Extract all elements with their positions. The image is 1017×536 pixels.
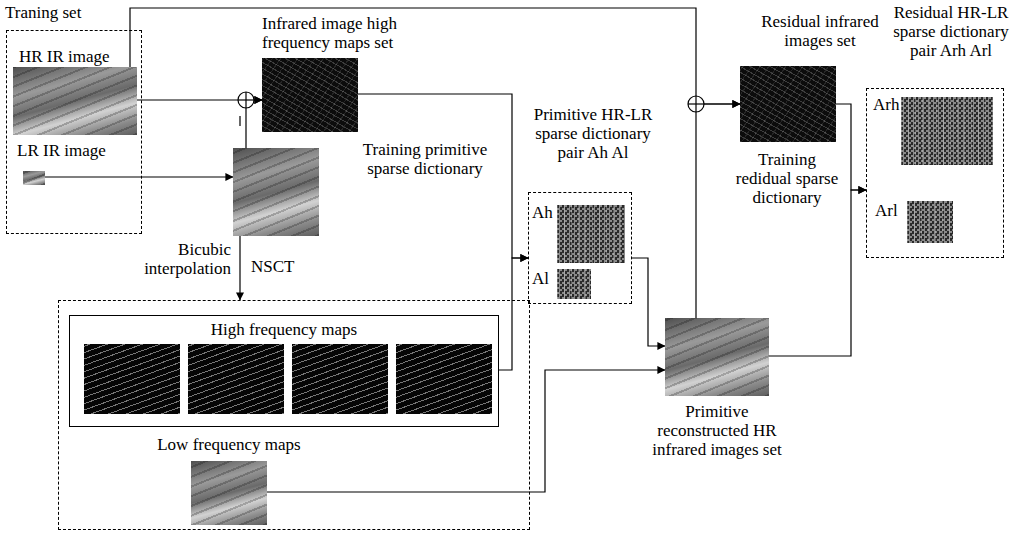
node-label: Primitive HR-LR sparse dictionary pair A… — [523, 105, 663, 162]
node-label: Low frequency maps — [151, 435, 307, 454]
connector-arrow — [696, 104, 740, 318]
connector-arrow — [130, 8, 740, 104]
dashed-group-box: NSCTHigh frequency mapsLow frequency map… — [58, 300, 530, 530]
connector-arrow — [499, 258, 528, 370]
node-label: Primitive reconstructed HR infrared imag… — [645, 402, 789, 459]
connector-arrow — [769, 190, 866, 356]
node-label: Al — [532, 269, 556, 288]
image-thumbnail: HR IR image — [13, 67, 137, 135]
connector-arrow — [239, 236, 240, 300]
high-frequency-map-image — [188, 344, 284, 414]
dashed-group-box: Residual HR-LR sparse dictionary pair Ar… — [866, 88, 1004, 258]
image-thumbnail: Residual infrared images set — [740, 66, 836, 142]
dashed-group-box: Primitive HR-LR sparse dictionary pair A… — [528, 192, 632, 304]
image-thumbnail: Low frequency maps — [191, 461, 267, 525]
connector-arrow — [632, 258, 665, 346]
step-label: Training redidual sparse dictionary — [730, 150, 844, 207]
high-frequency-map-image — [84, 344, 180, 414]
image-thumbnail: Infrared image high frequency maps set — [262, 58, 358, 132]
node-label: Arl — [875, 201, 903, 220]
sum-junction — [238, 92, 254, 126]
process-box: High frequency maps — [69, 315, 499, 427]
image-thumbnail: Primitive reconstructed HR infrared imag… — [665, 318, 769, 396]
node-label: Infrared image high frequency maps set — [262, 14, 422, 52]
connector-arrow — [137, 99, 262, 100]
dictionary-image: Arl — [907, 201, 953, 243]
step-label: Training primitive sparse dictionary — [355, 140, 495, 178]
sum-junction — [688, 96, 704, 112]
node-label: Residual infrared images set — [756, 12, 884, 50]
dictionary-image: Al — [557, 269, 591, 299]
connector-arrow — [836, 104, 866, 190]
high-frequency-map-image — [292, 344, 388, 414]
node-label: Arh — [873, 95, 900, 114]
high-frequency-map-image — [396, 344, 492, 414]
dictionary-image: Arh — [901, 97, 993, 165]
node-label: HR IR image — [19, 47, 139, 66]
node-label: NSCT — [251, 257, 311, 276]
node-label: Traning set — [5, 3, 135, 22]
node-label: High frequency maps — [70, 320, 498, 339]
dashed-group-box: Traning setHR IR imageLR IR image — [6, 30, 142, 234]
image-thumbnail: LR IR image — [23, 171, 45, 185]
node-label: Ah — [532, 203, 556, 222]
node-label: Bicubic interpolation — [133, 240, 231, 278]
node-label: Residual HR-LR sparse dictionary pair Ar… — [889, 3, 1013, 60]
image-thumbnail: Bicubic interpolation — [233, 148, 319, 236]
connector-arrow — [45, 176, 233, 177]
dictionary-image: Ah — [557, 205, 625, 263]
node-label: LR IR image — [17, 141, 137, 160]
